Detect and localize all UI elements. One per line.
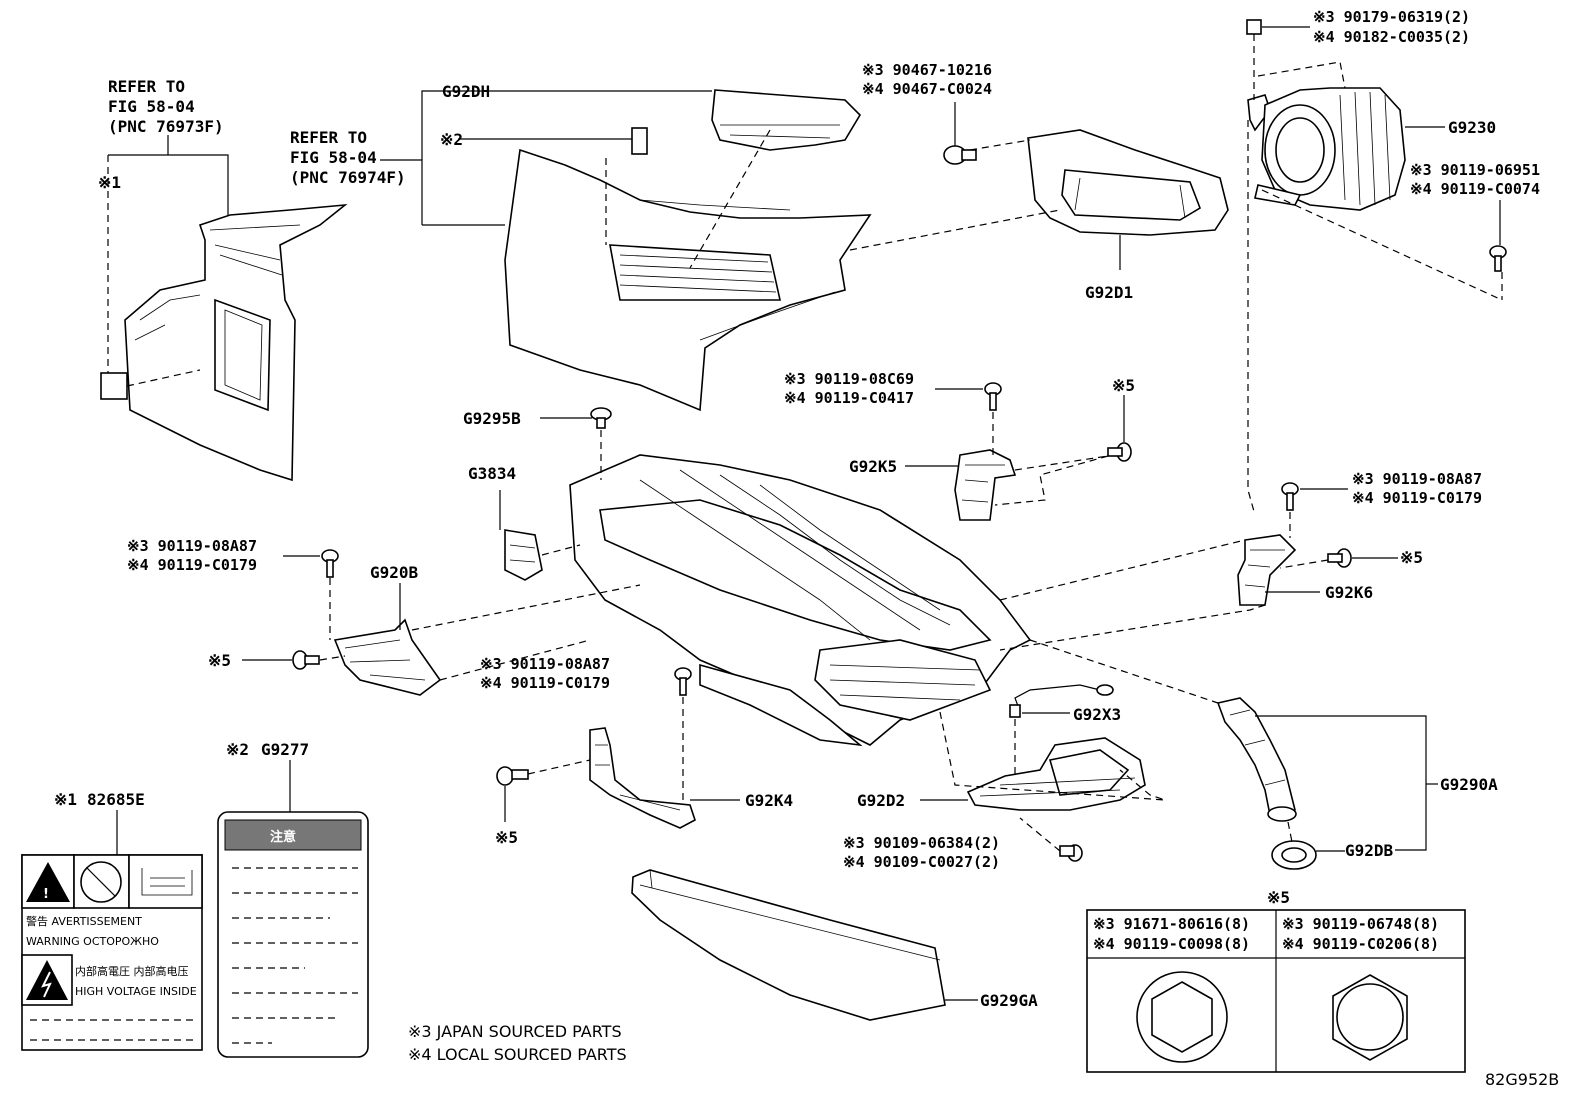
bolt-mark5-c-icon xyxy=(292,650,320,670)
hex-socket-bolt-icon xyxy=(1136,971,1228,1063)
fastener-f8-b: ※4 90109-C0027(2) xyxy=(843,853,1000,871)
label-82685e: 82685E xyxy=(87,790,145,809)
duct-g92d2 xyxy=(966,737,1146,811)
table-header: ※5 xyxy=(1267,888,1290,907)
label-g929ga: G929GA xyxy=(980,991,1038,1010)
bolt-f7-icon xyxy=(674,667,692,696)
fastener-f1-a: ※3 90179-06319(2) xyxy=(1313,8,1470,26)
refer-fig-2: FIG 58-04 xyxy=(290,148,377,167)
duct-g9290a xyxy=(1216,697,1297,822)
mark-5-b: ※5 xyxy=(1400,548,1423,567)
bracket-g920b xyxy=(333,618,442,696)
label-g92d1: G92D1 xyxy=(1085,283,1133,302)
label-g9230: G9230 xyxy=(1448,118,1496,137)
warning-label-82685e: ! 警告 AVERTISSEMENT WARNING ОСТОРОЖНО 内部高… xyxy=(21,854,203,1051)
table-left-b: ※4 90119-C0098(8) xyxy=(1093,935,1250,953)
table-right-b: ※4 90119-C0206(8) xyxy=(1282,935,1439,953)
fastener-f5-b: ※4 90119-C0179 xyxy=(1352,489,1482,507)
fastener-f5-a: ※3 90119-08A87 xyxy=(1352,470,1482,488)
bolt-mark5-d-icon xyxy=(496,766,529,786)
label-mark-2 xyxy=(631,127,648,155)
fastener-f3-b: ※4 90119-C0074 xyxy=(1410,180,1540,198)
mark-5-a: ※5 xyxy=(1112,376,1135,395)
figure-code: 82G952B xyxy=(1485,1070,1559,1089)
exclamation-icon: ! xyxy=(43,887,49,902)
fastener-f6-b: ※4 90119-C0179 xyxy=(127,556,257,574)
side-panel-center xyxy=(504,148,872,412)
mark-5-d: ※5 xyxy=(495,828,518,847)
bolt-mark5-a-icon xyxy=(1107,442,1132,462)
refer-pnc-1: (PNC 76973F) xyxy=(108,117,224,136)
label-g9290a: G9290A xyxy=(1440,775,1498,794)
manual-icon xyxy=(141,868,193,896)
table-right-a: ※3 90119-06748(8) xyxy=(1282,915,1439,933)
legend-local: ※4 LOCAL SOURCED PARTS xyxy=(408,1045,627,1064)
label-g3834: G3834 xyxy=(468,464,516,483)
grommet-g92db xyxy=(1271,840,1317,870)
fastener-f7-a: ※3 90119-08A87 xyxy=(480,655,610,673)
hex-head-bolt-icon xyxy=(1332,974,1408,1061)
label-mark-1 xyxy=(100,372,128,400)
sensor-g3834 xyxy=(504,529,543,581)
fastener-f4-a: ※3 90119-08C69 xyxy=(784,370,914,388)
refer-pnc-2: (PNC 76974F) xyxy=(290,168,406,187)
warn-text-2: WARNING ОСТОРОЖНО xyxy=(26,935,159,948)
bolt-f2-icon xyxy=(943,145,977,165)
warn-text-1: 警告 AVERTISSEMENT xyxy=(26,914,142,928)
refer-text-1: REFER TO xyxy=(108,77,185,96)
label-g92k6: G92K6 xyxy=(1325,583,1373,602)
fan-g9230 xyxy=(1247,87,1406,211)
bolt-f6-icon xyxy=(321,549,339,578)
hv-text-1: 内部高電圧 内部高电压 xyxy=(75,964,189,978)
caution-label-g9277: 注意 xyxy=(217,811,369,1058)
table-left-a: ※3 91671-80616(8) xyxy=(1093,915,1250,933)
legend-japan: ※3 JAPAN SOURCED PARTS xyxy=(408,1022,622,1041)
label-g9277: G9277 xyxy=(261,740,309,759)
caution-title: 注意 xyxy=(270,829,296,845)
plate-g929ga xyxy=(631,869,946,1021)
label-82685e-mark: ※1 xyxy=(54,790,77,809)
side-panel-left xyxy=(124,203,348,482)
bolt-f5-icon xyxy=(1281,482,1299,511)
label-g92k5: G92K5 xyxy=(849,457,897,476)
duct-g92d1 xyxy=(1027,129,1229,236)
label-g92db: G92DB xyxy=(1345,841,1394,860)
bolt-f8-icon xyxy=(1059,844,1083,862)
wire-g92x3 xyxy=(1009,684,1114,718)
cover-g92dh xyxy=(711,89,862,151)
bracket-g92k6 xyxy=(1237,534,1297,606)
battery-assembly xyxy=(569,454,1032,747)
fastener-f2-a: ※3 90467-10216 xyxy=(862,61,992,79)
hv-text-2: HIGH VOLTAGE INSIDE xyxy=(75,985,197,998)
bolt-mark5-b-icon xyxy=(1327,548,1352,568)
label-g92k4: G92K4 xyxy=(745,791,793,810)
fastener-f1-b: ※4 90182-C0035(2) xyxy=(1313,28,1470,46)
label-g9277-mark: ※2 xyxy=(226,740,249,759)
refer-text-2: REFER TO xyxy=(290,128,367,147)
fastener-f6-a: ※3 90119-08A87 xyxy=(127,537,257,555)
fastener-f3-a: ※3 90119-06951 xyxy=(1410,161,1540,179)
bracket-g92k4 xyxy=(589,727,696,829)
mark-2-label: ※2 xyxy=(440,130,463,149)
fastener-f4-b: ※4 90119-C0417 xyxy=(784,389,914,407)
bolt-f4-icon xyxy=(984,382,1002,411)
refer-fig-1: FIG 58-04 xyxy=(108,97,195,116)
bolt-f3-icon xyxy=(1489,245,1507,272)
nut-f1-icon xyxy=(1246,19,1262,35)
warning-triangle-icon xyxy=(26,862,70,902)
mark-5-c: ※5 xyxy=(208,651,231,670)
label-g92x3: G92X3 xyxy=(1073,705,1121,724)
fastener-f8-a: ※3 90109-06384(2) xyxy=(843,834,1000,852)
label-g9295b: G9295B xyxy=(463,409,521,428)
fastener-f2-b: ※4 90467-C0024 xyxy=(862,80,992,98)
clip-g9295b-icon xyxy=(590,407,612,429)
label-g92d2: G92D2 xyxy=(857,791,905,810)
fastener-f7-b: ※4 90119-C0179 xyxy=(480,674,610,692)
bracket-g92k5 xyxy=(954,449,1017,521)
label-g920b: G920B xyxy=(370,563,419,582)
label-g92dh: G92DH xyxy=(442,82,490,101)
mark-1-label: ※1 xyxy=(98,173,121,192)
